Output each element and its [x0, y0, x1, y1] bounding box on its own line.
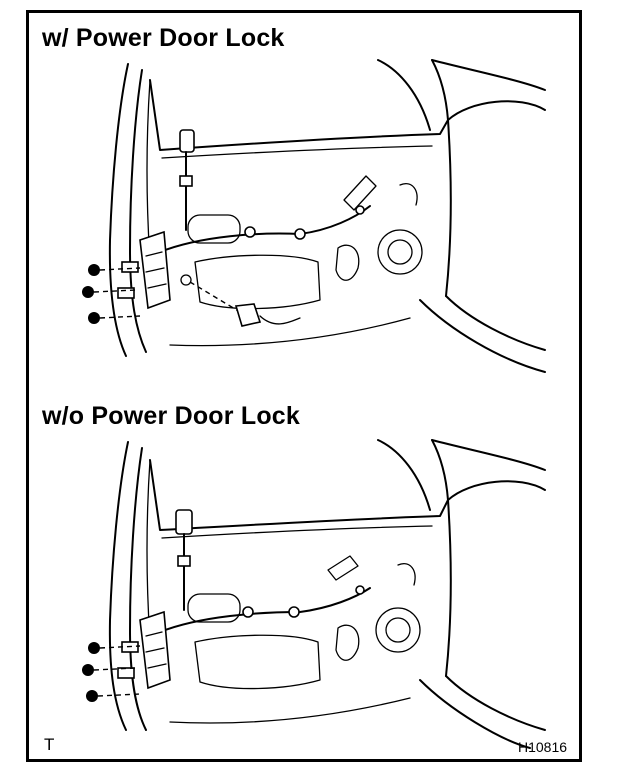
door-frame-outline [108, 59, 546, 373]
inner-panel-holes-2 [187, 555, 421, 690]
door-lock-assembly [117, 230, 171, 310]
diagram-frame [26, 10, 582, 762]
door-lock-assembly-2 [117, 610, 171, 690]
corner-mark: T [44, 735, 55, 754]
door-frame-outline-2 [108, 439, 546, 749]
panel-heading-power-lock: w/ Power Door Lock [42, 24, 285, 52]
inner-panel-holes [187, 175, 423, 310]
figure-id: H10816 [518, 739, 568, 755]
lock-knob-and-rod-2 [175, 509, 193, 611]
panel-heading-no-power-lock: w/o Power Door Lock [42, 402, 300, 430]
lock-knob-and-rod [179, 129, 195, 231]
door-lock-screws-2 [82, 642, 141, 702]
power-lock-motor-connector [180, 274, 301, 327]
link-rod-and-clips [159, 205, 371, 253]
door-lock-screws [82, 264, 141, 324]
link-rod-and-clips-2 [159, 585, 371, 633]
